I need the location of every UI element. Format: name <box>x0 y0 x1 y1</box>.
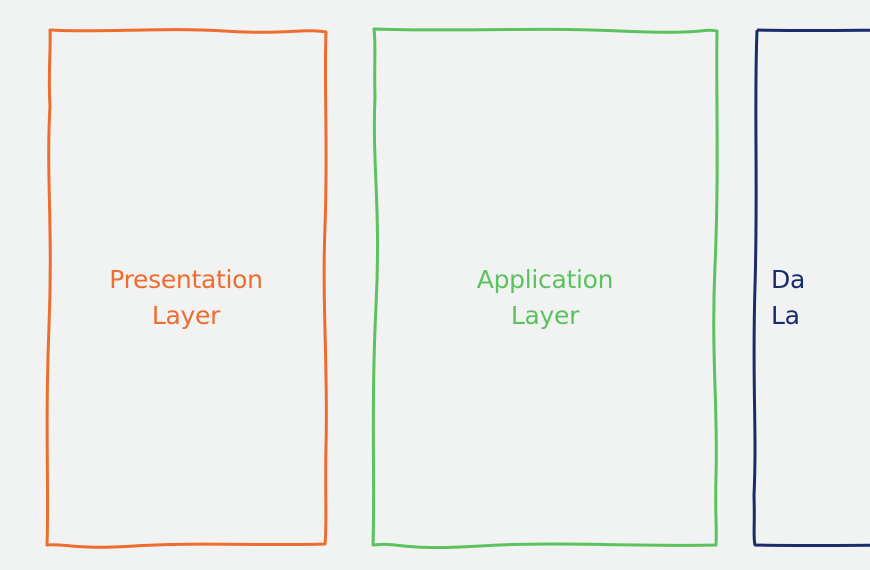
data-layer-border <box>752 28 870 548</box>
application-layer-title-line1: Application <box>476 265 614 294</box>
data-layer-title-line1: Da <box>771 265 805 294</box>
data-layer-title-line2: La <box>771 301 800 330</box>
application-layer-label: Application Layer <box>370 262 720 334</box>
application-layer-box: Application Layer <box>370 26 720 549</box>
application-layer-border <box>371 27 719 549</box>
data-layer-label: Da La <box>771 262 805 334</box>
presentation-layer-title-line2: Layer <box>151 301 221 330</box>
presentation-layer-label: Presentation Layer <box>44 262 328 334</box>
presentation-layer-border <box>45 28 328 549</box>
presentation-layer-box: Presentation Layer <box>44 26 328 549</box>
data-layer-box: Da La <box>751 26 870 548</box>
application-layer-title-line2: Layer <box>510 301 580 330</box>
data-layer-frame <box>752 28 870 548</box>
presentation-layer-title-line1: Presentation <box>109 265 263 294</box>
application-layer-frame <box>371 27 719 549</box>
presentation-layer-frame <box>45 28 328 549</box>
